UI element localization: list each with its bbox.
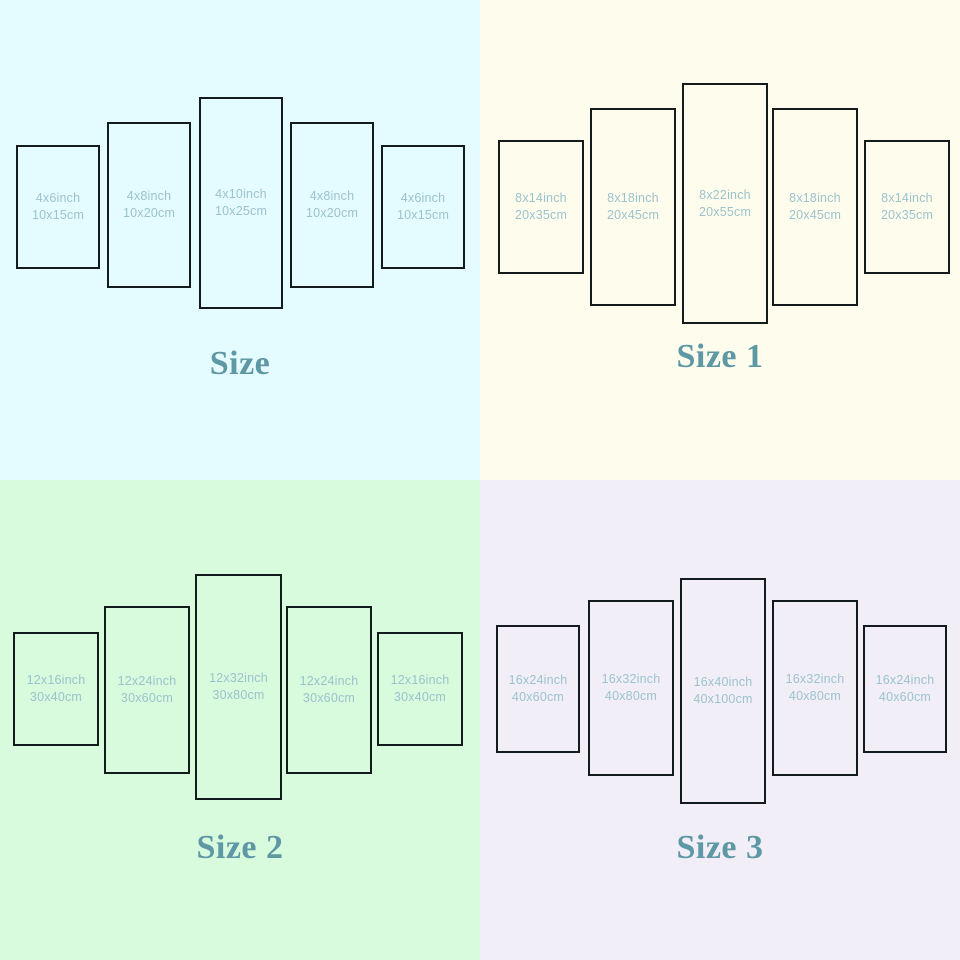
panel-size-label: 16x40inch 40x100cm	[693, 674, 752, 707]
panel-size-inch: 8x18inch	[789, 191, 841, 206]
panel-size-inch: 16x32inch	[785, 672, 845, 687]
size-title-size-1: Size 1	[676, 338, 764, 375]
canvas-panel: 12x32inch 30x80cm	[195, 574, 282, 800]
panel-size-cm: 30x40cm	[29, 690, 83, 704]
panel-size-inch: 16x24inch	[508, 673, 568, 688]
panel-size-label: 4x10inch 10x25cm	[215, 186, 267, 219]
canvas-panel: 4x8inch 10x20cm	[107, 122, 191, 288]
panel-size-inch: 12x24inch	[117, 674, 177, 689]
panel-size-inch: 8x14inch	[515, 191, 567, 206]
canvas-panel: 12x24inch 30x60cm	[286, 606, 372, 774]
canvas-panel: 4x6inch 10x15cm	[16, 145, 100, 269]
panel-size-inch: 8x18inch	[607, 191, 659, 206]
panel-size-inch: 16x32inch	[601, 672, 661, 687]
panel-size-label: 16x24inch 40x60cm	[509, 672, 568, 705]
panel-size-cm: 20x45cm	[606, 208, 660, 222]
panel-size-cm: 10x15cm	[31, 208, 85, 222]
panel-group-size-1: 8x14inch 20x35cm 8x18inch 20x45cm 8x22inch 20…	[480, 0, 960, 480]
panel-size-cm: 40x60cm	[511, 690, 565, 704]
panel-size-label: 4x6inch 10x15cm	[32, 190, 84, 223]
panel-size-label: 4x8inch 10x20cm	[123, 188, 175, 221]
panel-size-label: 16x24inch 40x60cm	[876, 672, 935, 705]
panel-group-size: 4x6inch 10x15cm 4x8inch 10x20cm 4x10inch 10x2…	[0, 0, 480, 480]
panel-size-cm: 30x80cm	[212, 688, 265, 702]
canvas-panel: 8x18inch 20x45cm	[772, 108, 858, 306]
panel-size-cm: 40x60cm	[878, 690, 932, 704]
panel-size-label: 12x24inch 30x60cm	[300, 673, 359, 706]
canvas-panel: 12x24inch 30x60cm	[104, 606, 190, 774]
panel-size-cm: 40x80cm	[788, 689, 842, 703]
panel-size-inch: 8x14inch	[881, 191, 933, 206]
size-title-size-3: Size 3	[676, 829, 764, 866]
panel-size-inch: 16x24inch	[875, 673, 935, 688]
canvas-panel: 4x10inch 10x25cm	[199, 97, 283, 309]
panel-size-cm: 30x60cm	[302, 691, 356, 705]
panel-group-size-2: 12x16inch 30x40cm 12x24inch 30x60cm 12x32inc…	[0, 480, 480, 960]
panel-size-inch: 12x16inch	[26, 673, 86, 688]
canvas-panel: 4x6inch 10x15cm	[381, 145, 465, 269]
panel-size-label: 16x32inch 40x80cm	[786, 671, 845, 704]
quadrant-size-3: 16x24inch 40x60cm 16x32inch 40x80cm 16x40inc…	[480, 480, 960, 960]
panel-size-inch: 4x8inch	[309, 189, 355, 204]
panel-group-size-3: 16x24inch 40x60cm 16x32inch 40x80cm 16x40inc…	[480, 480, 960, 960]
size-title-size-2: Size 2	[196, 829, 284, 866]
canvas-panel: 8x14inch 20x35cm	[498, 140, 584, 274]
panel-size-inch: 12x16inch	[390, 673, 450, 688]
panel-size-label: 4x8inch 10x20cm	[306, 188, 358, 221]
canvas-panel: 8x18inch 20x45cm	[590, 108, 676, 306]
quadrant-size-2: 12x16inch 30x40cm 12x24inch 30x60cm 12x32inc…	[0, 480, 480, 960]
panel-size-label: 4x6inch 10x15cm	[397, 190, 449, 223]
quadrant-size: 4x6inch 10x15cm 4x8inch 10x20cm 4x10inch 10x2…	[0, 0, 480, 480]
panel-size-cm: 10x20cm	[122, 206, 176, 220]
panel-size-label: 8x18inch 20x45cm	[607, 190, 659, 223]
panel-size-inch: 12x24inch	[299, 674, 359, 689]
panel-size-inch: 8x22inch	[699, 187, 751, 202]
canvas-panel: 16x40inch 40x100cm	[680, 578, 766, 804]
panel-size-inch: 4x10inch	[215, 187, 267, 202]
panel-size-inch: 4x6inch	[35, 191, 81, 206]
panel-size-cm: 40x100cm	[693, 692, 753, 706]
panel-size-cm: 10x25cm	[214, 204, 268, 218]
panel-size-inch: 16x40inch	[693, 675, 753, 690]
panel-size-label: 8x18inch 20x45cm	[789, 190, 841, 223]
canvas-panel: 16x32inch 40x80cm	[588, 600, 674, 776]
canvas-panel: 8x14inch 20x35cm	[864, 140, 950, 274]
panel-size-label: 8x14inch 20x35cm	[881, 190, 933, 223]
panel-size-label: 8x14inch 20x35cm	[515, 190, 567, 223]
panel-size-label: 12x16inch 30x40cm	[391, 672, 450, 705]
panel-size-cm: 20x55cm	[698, 204, 752, 219]
panel-size-cm: 20x35cm	[880, 208, 934, 222]
panel-size-inch: 4x8inch	[126, 189, 172, 204]
panel-size-cm: 40x80cm	[604, 689, 658, 703]
canvas-panel: 12x16inch 30x40cm	[13, 632, 99, 746]
panel-size-label: 12x32inch 30x80cm	[209, 670, 268, 703]
panel-size-cm: 30x40cm	[393, 690, 447, 704]
panel-size-label: 12x16inch 30x40cm	[27, 672, 86, 705]
panel-size-label: 12x24inch 30x60cm	[118, 673, 177, 706]
canvas-panel: 8x22inch 20x55cm	[682, 83, 768, 324]
canvas-panel: 16x24inch 40x60cm	[496, 625, 580, 753]
panel-size-label: 8x22inch 20x55cm	[699, 187, 751, 220]
canvas-panel: 12x16inch 30x40cm	[377, 632, 463, 746]
panel-size-cm: 20x45cm	[788, 208, 842, 222]
size-title-size: Size	[209, 345, 271, 382]
panel-size-label: 16x32inch 40x80cm	[602, 671, 661, 704]
panel-size-cm: 10x15cm	[396, 208, 450, 222]
panel-size-cm: 10x20cm	[305, 206, 359, 220]
canvas-panel: 4x8inch 10x20cm	[290, 122, 374, 288]
canvas-panel: 16x24inch 40x60cm	[863, 625, 947, 753]
panel-size-cm: 30x60cm	[120, 691, 174, 705]
quadrant-size-1: 8x14inch 20x35cm 8x18inch 20x45cm 8x22inch 20…	[480, 0, 960, 480]
canvas-panel: 16x32inch 40x80cm	[772, 600, 858, 776]
panel-size-cm: 20x35cm	[514, 208, 568, 222]
panel-size-inch: 12x32inch	[209, 671, 268, 686]
panel-size-inch: 4x6inch	[400, 191, 446, 206]
